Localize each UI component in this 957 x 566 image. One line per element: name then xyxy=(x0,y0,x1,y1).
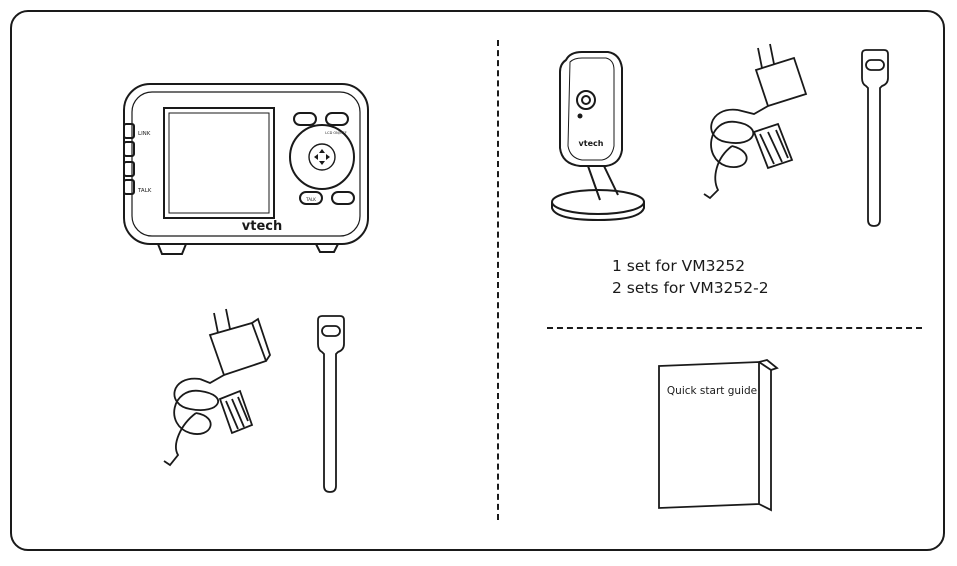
guide-title: Quick start guide xyxy=(667,385,757,397)
camera-sets-info: 1 set for VM3252 2 sets for VM3252-2 xyxy=(612,255,769,299)
monitor-talk-label: TALK xyxy=(137,188,152,194)
camera-power-adapter xyxy=(703,43,808,200)
monitor-talk-button-label: TALK xyxy=(305,197,316,202)
monitor-lcd-label: LCD ON/OFF xyxy=(325,131,347,135)
sets-line-2: 2 sets for VM3252-2 xyxy=(612,279,769,297)
sets-line-1: 1 set for VM3252 xyxy=(612,257,746,275)
quick-start-guide-booklet: Quick start guide xyxy=(658,359,779,512)
monitor-brand-logo: vtech xyxy=(242,219,282,234)
monitor-link-label: LINK xyxy=(138,131,151,137)
monitor-power-adapter xyxy=(163,308,271,467)
parent-unit-illustration: vtech LINK TALK TALK LCD ON/OFF xyxy=(123,83,369,255)
package-contents-frame xyxy=(10,10,945,551)
monitor-cable-tie xyxy=(317,315,345,493)
horizontal-divider xyxy=(547,327,922,329)
camera-brand-logo: vtech xyxy=(579,139,604,148)
camera-cable-tie xyxy=(861,49,889,227)
baby-unit-camera: vtech xyxy=(551,51,645,222)
vertical-divider xyxy=(497,40,499,520)
